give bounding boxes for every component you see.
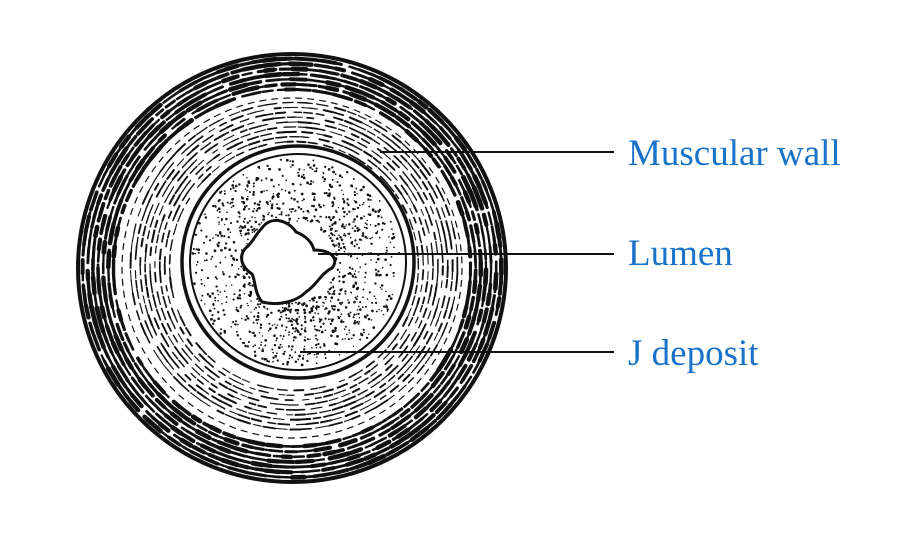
label-muscular-wall: Muscular wall [628, 133, 841, 174]
muscular-wall-hatching [129, 101, 459, 431]
outer-wall-outline [76, 52, 508, 484]
lumen-opening [240, 218, 337, 306]
inner-wall-boundary-inner [189, 153, 407, 371]
label-deposit: J deposit [628, 333, 759, 374]
inner-wall-boundary-outer [180, 144, 416, 380]
muscular-wall-band [121, 97, 463, 439]
outer-wall-hatching [80, 56, 504, 480]
label-lumen: Lumen [628, 233, 733, 274]
